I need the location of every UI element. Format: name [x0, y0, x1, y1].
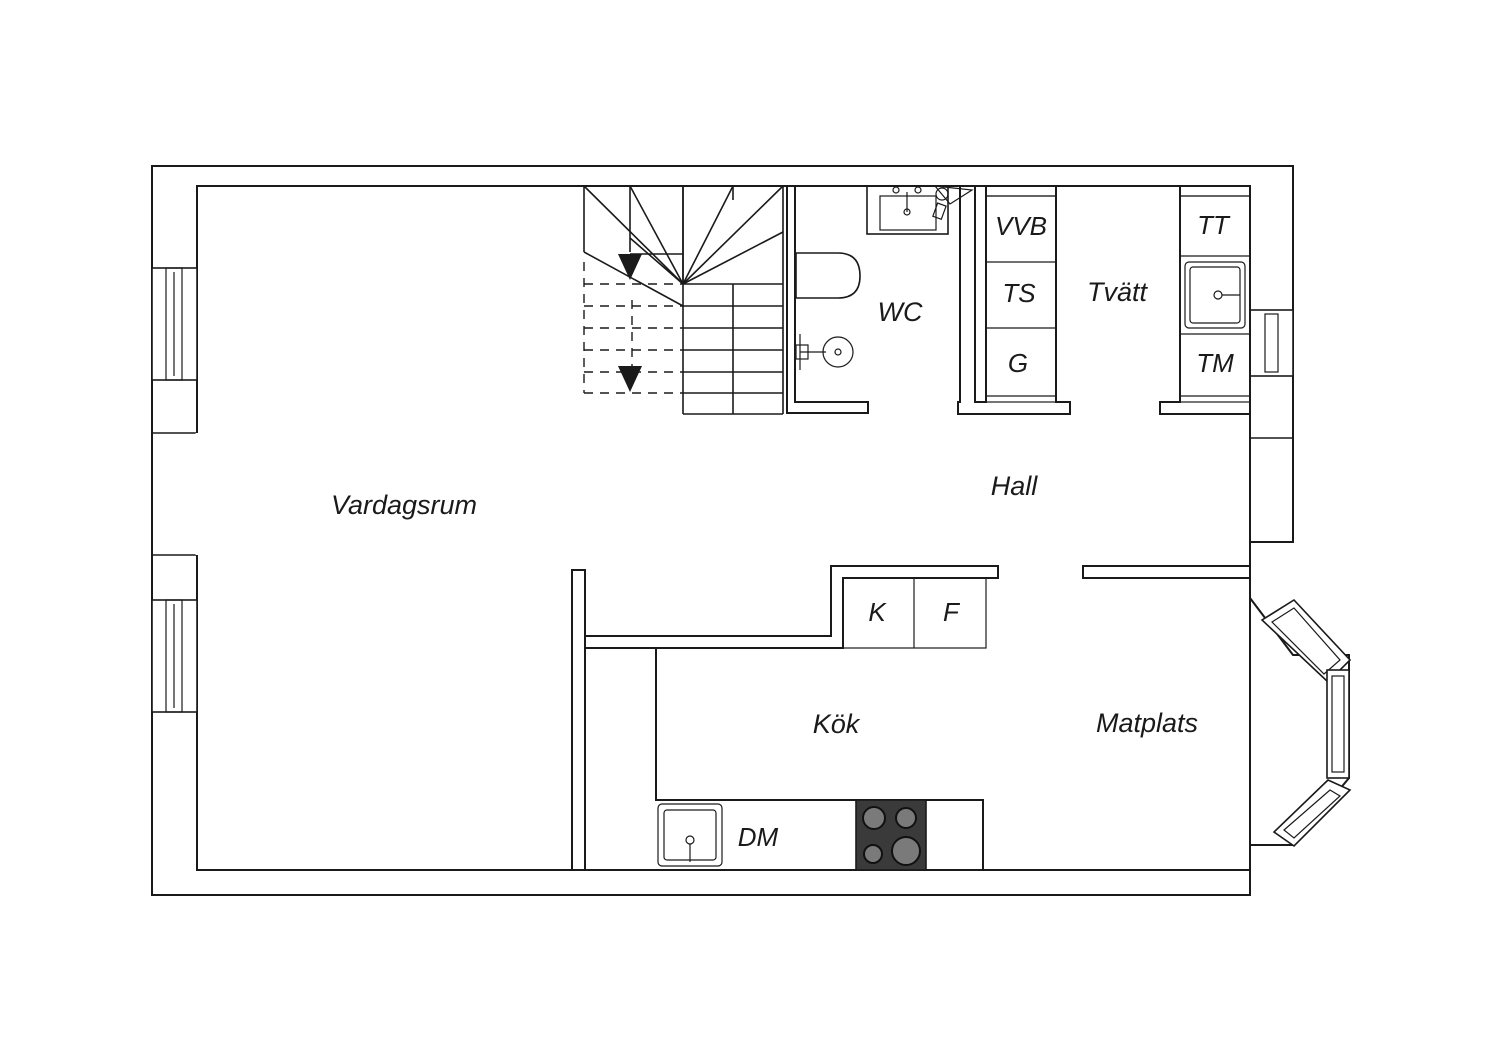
fixture-label-dm: DM [738, 822, 779, 852]
window-left-lower [151, 599, 198, 713]
wc-sink [866, 185, 974, 235]
window-laundry [1249, 309, 1294, 377]
fixture-label-k: K [868, 597, 887, 627]
kitchen-sink [657, 803, 723, 867]
window-left-upper [151, 267, 198, 381]
room-label-kok: Kök [813, 709, 861, 739]
room-label-hall: Hall [991, 471, 1039, 501]
stair-arrow-icon [618, 366, 642, 392]
fixture-label-vvb: VVB [995, 211, 1047, 241]
fixture-label-ts: TS [1002, 278, 1036, 308]
fixture-label-tm: TM [1196, 348, 1234, 378]
fixture-label-g: G [1008, 348, 1028, 378]
laundry-cabinets-left [985, 185, 1057, 403]
bay-window [1249, 597, 1352, 848]
room-label-wc: WC [878, 297, 923, 327]
wc-shower [795, 334, 854, 370]
room-label-vardagsrum: Vardagsrum [331, 490, 477, 520]
stove [855, 799, 927, 871]
fixture-label-f: F [943, 597, 961, 627]
fixture-label-tt: TT [1197, 210, 1231, 240]
room-label-matplats: Matplats [1096, 708, 1198, 738]
staircase [583, 185, 784, 415]
room-label-tvatt: Tvätt [1087, 277, 1149, 307]
stair-arrow-icon [618, 254, 642, 280]
laundry-cabinets-right [1179, 185, 1251, 403]
wc-toilet [795, 252, 861, 299]
kitchen-fridge-freezer [842, 577, 987, 649]
wall-wc [786, 185, 869, 414]
